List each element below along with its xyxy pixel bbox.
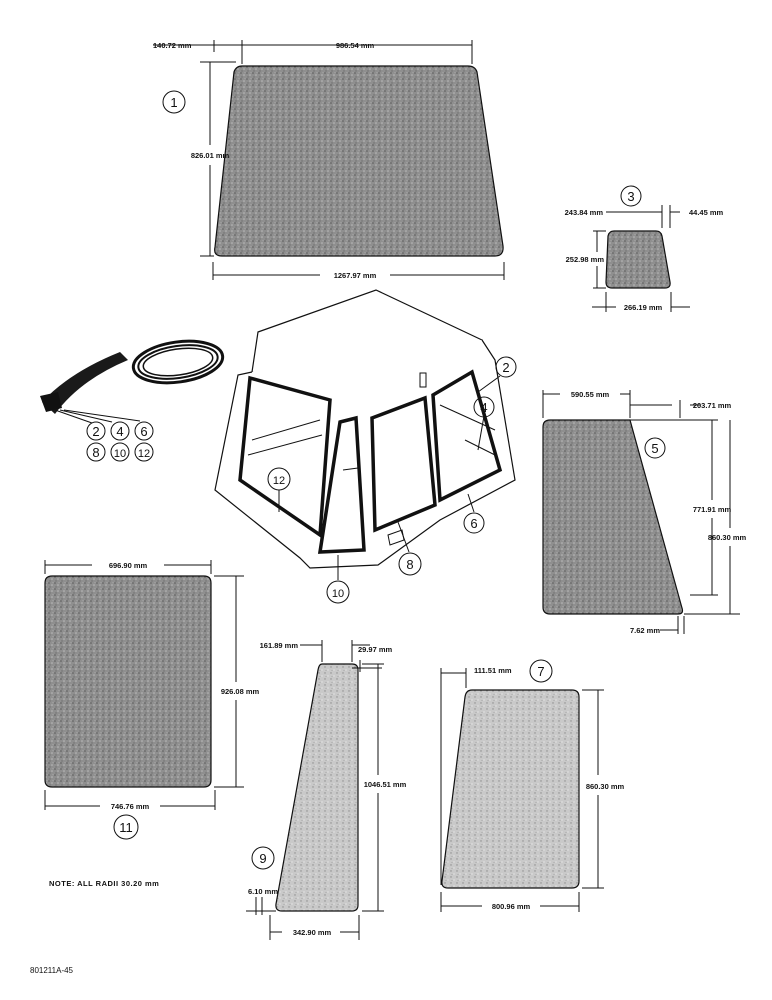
panel-9-top-offset: 29.97 mm [358,645,393,654]
seal-callout-4: 4 [116,424,123,439]
seal-callout-6: 6 [140,424,147,439]
panel-3-height: 252.98 mm [566,255,605,264]
cab-callout-4: 4 [480,400,487,415]
figure-id: 801211A-45 [30,966,74,975]
seal-callouts: 2 4 6 8 10 12 [86,421,154,462]
callout-5: 5 [651,441,658,456]
panel-5-bottom-offset: 7.62 mm [630,626,660,635]
cab-illustration [214,289,516,580]
panel-1: 140.72 mm 986.54 mm 826.01 mm 1267.97 mm… [153,40,505,280]
panel-7-bottom-width: 800.96 mm [492,902,531,911]
panel-1-bottom-width: 1267.97 mm [334,271,377,280]
panel-9-glass [275,663,359,912]
panel-5-height: 860.30 mm [708,533,747,542]
cab-callout-10: 10 [332,588,344,600]
panel-7: 7 111.51 mm 860.30 mm 800.96 mm [440,659,625,912]
panel-9-bottom-offset: 6.10 mm [248,887,278,896]
panel-3-bottom-width: 266.19 mm [624,303,663,312]
panel-1-height: 826.01 mm [191,151,230,160]
panel-9-height: 1046.51 mm [364,780,407,789]
cab-callout-6: 6 [470,516,477,531]
panel-1-glass [214,65,504,257]
panel-11: 696.90 mm 926.08 mm 746.76 mm 11 [44,560,260,840]
seal-callout-10: 10 [114,448,126,460]
panel-7-height: 860.30 mm [586,782,625,791]
callout-7: 7 [537,664,544,679]
cab-callout-12: 12 [273,475,285,487]
callout-9: 9 [259,851,266,866]
panel-5-inner-height: 771.91 mm [693,505,732,514]
panel-11-height: 926.08 mm [221,687,260,696]
seal-callout-12: 12 [138,448,150,460]
seal-illustration [40,339,225,424]
panel-5: 590.55 mm 203.71 mm 771.91 mm 860.30 mm … [542,390,747,635]
callout-11: 11 [119,820,133,835]
panel-5-top-width: 590.55 mm [571,390,610,399]
panel-9-top-width: 161.89 mm [260,641,299,650]
panel-7-glass [441,689,580,889]
panel-3: 3 243.84 mm 44.45 mm 252.98 mm 266.19 mm [565,185,724,312]
panel-3-top-offset: 44.45 mm [689,208,724,217]
panel-1-top-offset: 140.72 mm [153,41,192,50]
cab-callout-8: 8 [406,557,413,572]
panel-7-top-offset: 111.51 mm [474,666,512,675]
panel-1-top-width: 986.54 mm [336,41,375,50]
panel-5-top-offset: 203.71 mm [693,401,732,410]
panel-3-glass [605,230,671,289]
radii-note: NOTE: ALL RADII 30.20 mm [49,879,159,888]
callout-3: 3 [627,189,634,204]
seal-callout-8: 8 [92,445,99,460]
cab-callout-2: 2 [502,360,509,375]
panel-9: 161.89 mm 29.97 mm 1046.51 mm 6.10 mm 34… [246,640,407,940]
panel-9-bottom-width: 342.90 mm [293,928,332,937]
panel-3-top-width: 243.84 mm [565,208,604,217]
callout-1: 1 [170,95,177,110]
panel-11-glass [44,575,212,788]
seal-callout-2: 2 [92,424,99,439]
panel-11-bottom-width: 746.76 mm [111,802,150,811]
panel-5-glass [542,419,684,615]
cab-callouts: 2 4 6 8 10 12 [267,356,517,604]
panel-11-top-width: 696.90 mm [109,561,148,570]
